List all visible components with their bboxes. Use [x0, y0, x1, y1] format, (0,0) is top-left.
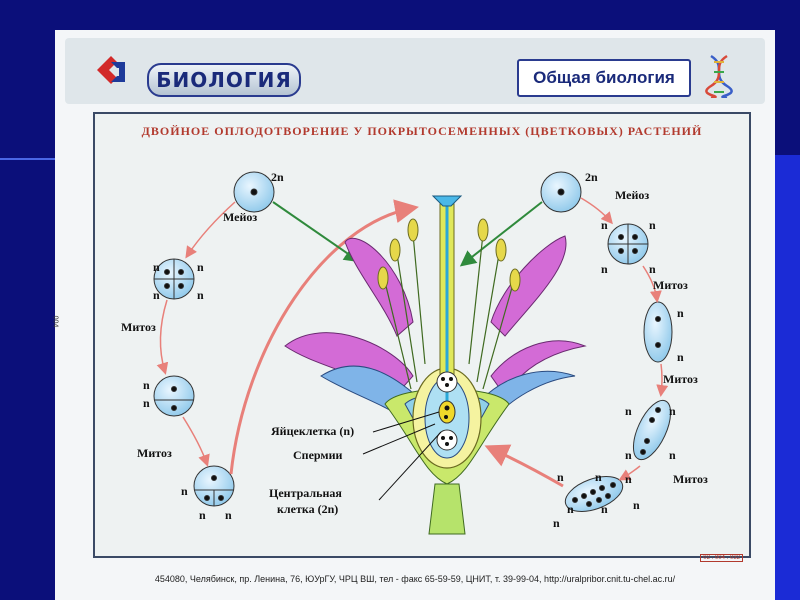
slide: БИОЛОГИЯ Общая биология 004 ДВОЙНОЕ ОПЛО… [55, 30, 775, 600]
central-cell-label-line2: клетка (2n) [277, 502, 338, 517]
right-n-label: n [677, 306, 684, 321]
footer-address: 454080, Челябинск, пр. Ленина, 76, ЮУрГУ… [55, 574, 775, 584]
left-n-label: n [225, 508, 232, 523]
fertilization-diagram [95, 114, 749, 556]
left-green-arrow [273, 202, 357, 260]
catalog-code: 02 . 004 . 032 [700, 554, 743, 562]
right-n-label: n [649, 262, 656, 277]
right-n-label: n [567, 502, 574, 517]
left-n-label: n [181, 484, 188, 499]
brand-label: БИОЛОГИЯ [147, 63, 301, 97]
right-n-label: n [601, 218, 608, 233]
egg-cell-label: Яйцеклетка (n) [271, 424, 354, 439]
right-n-label: n [625, 448, 632, 463]
right-meiosis-label: Мейоз [615, 188, 649, 203]
topic-label: Общая биология [517, 59, 691, 97]
right-mitosis-label: Митоз [653, 278, 688, 293]
logo-icon [93, 52, 129, 88]
right-n-label: n [553, 516, 560, 531]
right-n-label: n [669, 404, 676, 419]
left-n-label: n [197, 288, 204, 303]
left-ploidy-label: 2n [271, 170, 284, 185]
diagram-frame: ДВОЙНОЕ ОПЛОДОТВОРЕНИЕ У ПОКРЫТОСЕМЕННЫХ… [93, 112, 751, 558]
left-n-label: n [199, 508, 206, 523]
right-n-label: n [601, 502, 608, 517]
right-ploidy-label: 2n [585, 170, 598, 185]
right-n-label: n [595, 470, 602, 485]
left-n-label: n [153, 288, 160, 303]
side-code: 004 [51, 316, 58, 328]
left-n-label: n [143, 378, 150, 393]
dna-icon [705, 54, 733, 98]
left-meiosis-label: Мейоз [223, 210, 257, 225]
right-n-label: n [677, 350, 684, 365]
left-n-label: n [197, 260, 204, 275]
right-n-label: n [557, 470, 564, 485]
right-n-label: n [633, 498, 640, 513]
sperm-label: Спермии [293, 448, 342, 463]
right-n-label: n [625, 404, 632, 419]
right-n-label: n [649, 218, 656, 233]
right-mitosis-label-3: Митоз [673, 472, 708, 487]
central-cell-label-line1: Центральная [269, 486, 342, 501]
left-n-label: n [153, 260, 160, 275]
header-bar: БИОЛОГИЯ Общая биология [65, 38, 765, 104]
left-mitosis-label: Митоз [121, 320, 156, 335]
flower [285, 196, 585, 534]
left-mitosis-label-2: Митоз [137, 446, 172, 461]
right-n-label: n [669, 448, 676, 463]
right-mitosis-label-2: Митоз [663, 372, 698, 387]
left-n-label: n [143, 396, 150, 411]
right-n-label: n [625, 472, 632, 487]
right-n-label: n [601, 262, 608, 277]
